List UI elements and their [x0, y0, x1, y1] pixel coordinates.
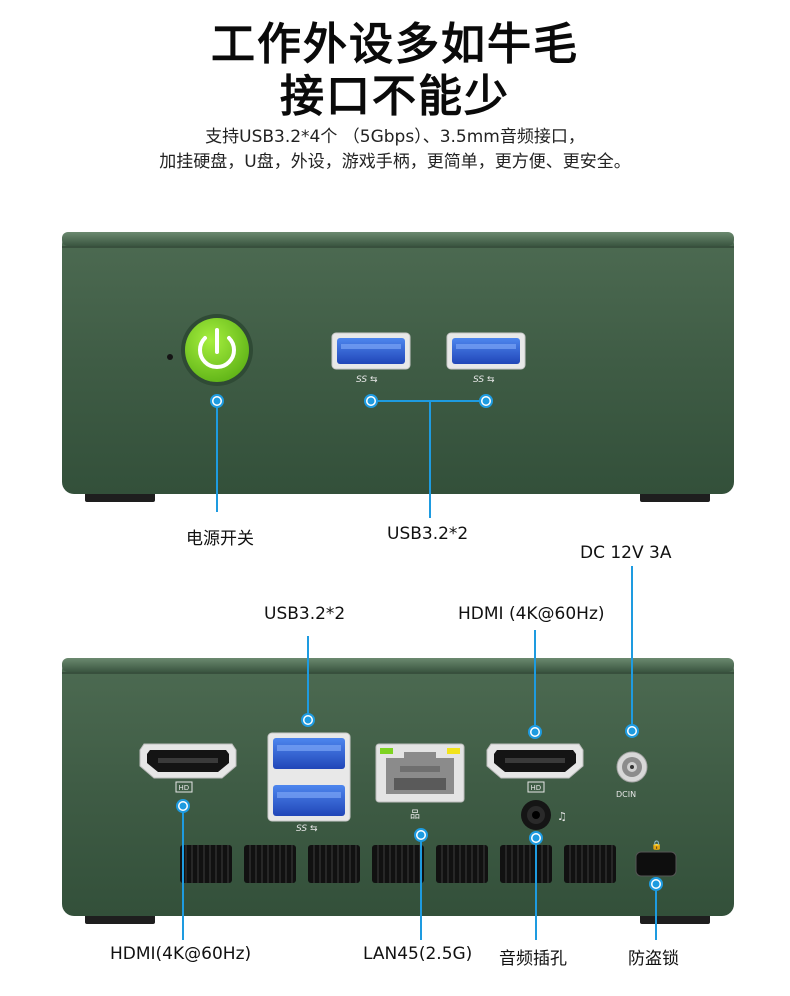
- hd-mark-left: HD: [175, 781, 193, 793]
- subtitle-line1: 支持USB3.2*4个 （5Gbps）、3.5mm音频接口，: [205, 127, 585, 147]
- dc-callout-line: [625, 566, 639, 738]
- hdmi-top-callout-line: [528, 630, 542, 739]
- usb-ss-icon: SS: [356, 375, 367, 385]
- usb-ss-icon: SS: [296, 824, 307, 834]
- usb-trident-icon: ⇆: [370, 375, 378, 385]
- rear-audio-jack[interactable]: [521, 800, 551, 830]
- rear-usb-port-stack[interactable]: [267, 732, 351, 822]
- power-icon: [198, 328, 236, 370]
- hd-mark-right: HD: [527, 781, 545, 793]
- lan-callout-line: [414, 828, 428, 940]
- rear-usb-callout-line: [301, 636, 315, 727]
- hdmi-bottom-label: HDMI(4K@60Hz): [110, 944, 252, 964]
- dc-label: DC 12V 3A: [580, 543, 672, 563]
- lock-label: 防盗锁: [628, 949, 679, 969]
- rear-vents: [180, 845, 616, 883]
- usb-trident-icon: ⇆: [487, 375, 495, 385]
- lock-callout-line: [649, 877, 663, 940]
- headphone-icon: ♫: [557, 810, 567, 823]
- audio-callout-line: [529, 831, 543, 940]
- audio-label: 音频插孔: [499, 949, 567, 969]
- rear-hdmi-port-left[interactable]: [139, 743, 237, 779]
- rear-lan-port[interactable]: [375, 743, 465, 803]
- dcin-mark: DCIN: [616, 790, 636, 799]
- usb-ss-icon: SS: [473, 375, 484, 385]
- power-button-label: 电源开关: [186, 529, 254, 549]
- hdmi-bottom-callout-line: [176, 799, 190, 940]
- network-icon: 品: [410, 809, 420, 821]
- power-callout-line: [210, 394, 224, 512]
- hdmi-top-label: HDMI (4K@60Hz): [458, 604, 605, 624]
- lock-icon: 🔒: [651, 840, 662, 851]
- front-usb-port-2[interactable]: [446, 332, 526, 370]
- page-title-line2: 接口不能少: [280, 71, 510, 122]
- subtitle-line2: 加挂硬盘，U盘，外设，游戏手柄，更简单，更方便、更安全。: [159, 152, 631, 172]
- svg-text:HD: HD: [179, 784, 190, 792]
- front-usb-label: USB3.2*2: [387, 524, 469, 544]
- front-usb-callout-line: [364, 394, 493, 518]
- front-usb-port-1[interactable]: [331, 332, 411, 370]
- rear-usb-label: USB3.2*2: [264, 604, 346, 624]
- rear-lock-slot[interactable]: [635, 851, 677, 877]
- power-button[interactable]: [181, 314, 253, 386]
- page-title-line1: 工作外设多如牛毛: [211, 19, 579, 70]
- rear-dc-in-port[interactable]: [616, 751, 648, 783]
- svg-text:HD: HD: [531, 784, 542, 792]
- rear-hdmi-port-right[interactable]: [486, 743, 584, 779]
- usb-trident-icon: ⇆: [310, 824, 318, 834]
- power-indicator-led: [167, 354, 173, 360]
- lan-label: LAN45(2.5G): [363, 944, 473, 964]
